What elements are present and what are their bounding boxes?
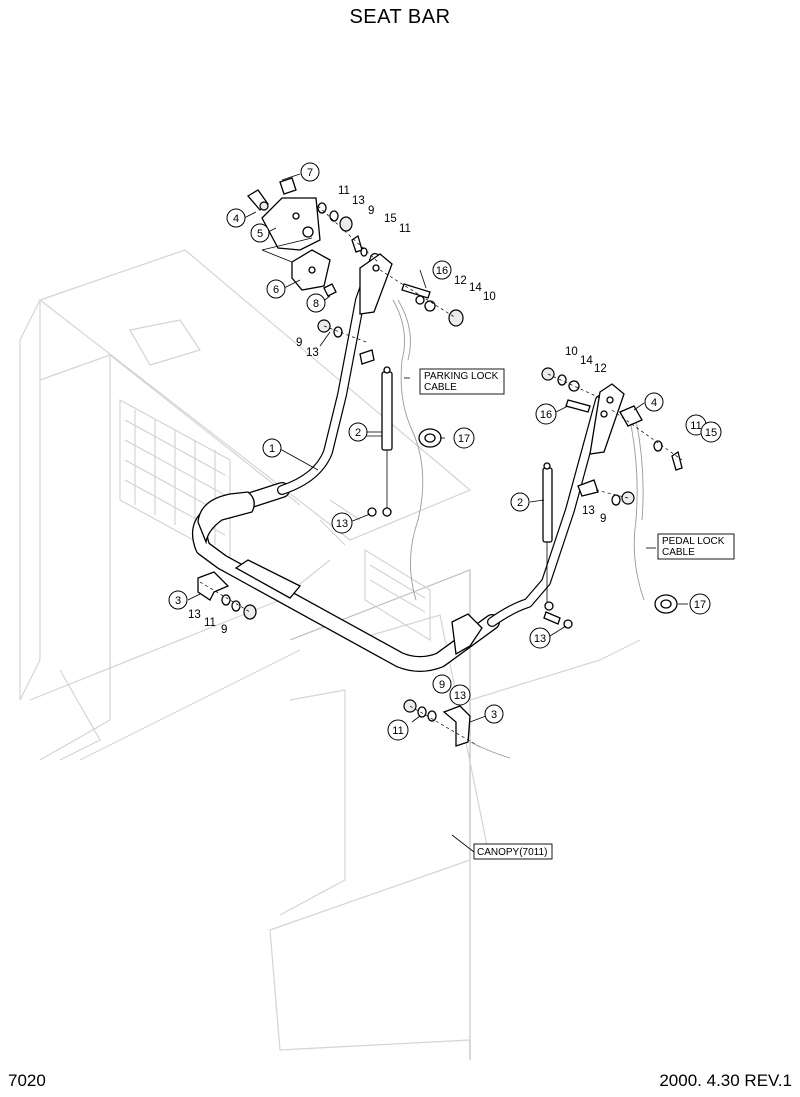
svg-text:3: 3 bbox=[175, 595, 181, 607]
label-9-bracket: 9 bbox=[221, 624, 227, 636]
cluster-labels-left-mid: 9 13 bbox=[296, 331, 331, 359]
label-9-right: 9 bbox=[600, 513, 606, 525]
svg-text:1: 1 bbox=[269, 443, 275, 455]
label-14: 14 bbox=[469, 282, 482, 294]
label-9: 9 bbox=[368, 205, 374, 217]
svg-text:4: 4 bbox=[651, 397, 657, 409]
pedal-lock-cable-callout: PEDAL LOCK CABLE bbox=[657, 533, 735, 560]
svg-text:11: 11 bbox=[690, 420, 701, 432]
balloon-3-right: 3 bbox=[484, 704, 504, 724]
label-10-right: 10 bbox=[565, 346, 578, 358]
svg-text:17: 17 bbox=[458, 433, 470, 445]
balloon-1: 1 bbox=[262, 438, 282, 458]
balloon-9-lower: 9 bbox=[432, 674, 452, 694]
canopy-callout: CANOPY(7011) bbox=[473, 843, 553, 860]
label-13-bracket: 13 bbox=[188, 609, 201, 621]
svg-text:16: 16 bbox=[436, 265, 448, 277]
lock-cables bbox=[392, 299, 645, 601]
parking-lock-cable-callout: PARKING LOCK CABLE bbox=[419, 368, 505, 395]
svg-text:5: 5 bbox=[257, 228, 263, 240]
balloon-13-lower: 13 bbox=[449, 684, 471, 706]
svg-text:16: 16 bbox=[540, 409, 552, 421]
label-11: 11 bbox=[338, 185, 350, 197]
svg-text:9: 9 bbox=[439, 679, 445, 691]
balloon-17-right: 17 bbox=[689, 593, 711, 615]
svg-text:CABLE: CABLE bbox=[662, 547, 695, 558]
label-9-left: 9 bbox=[296, 337, 302, 349]
label-11b: 11 bbox=[399, 223, 411, 235]
balloon-2-right: 2 bbox=[510, 492, 530, 512]
label-15: 15 bbox=[384, 213, 397, 225]
svg-text:11: 11 bbox=[392, 725, 403, 737]
svg-text:13: 13 bbox=[534, 633, 546, 645]
balloon-8: 8 bbox=[306, 293, 326, 313]
balloon-16-upper: 16 bbox=[432, 260, 452, 280]
balloon-4-right: 4 bbox=[644, 392, 664, 412]
balloon-6: 6 bbox=[266, 279, 286, 299]
hardware-washers-nuts bbox=[197, 202, 683, 759]
page-title: SEAT BAR bbox=[349, 6, 451, 28]
label-12: 12 bbox=[454, 275, 467, 287]
svg-text:13: 13 bbox=[454, 690, 466, 702]
svg-text:15: 15 bbox=[705, 427, 717, 439]
balloon-7: 7 bbox=[300, 162, 320, 182]
balloon-11-lower: 11 bbox=[387, 719, 409, 741]
balloon-15-right: 15 bbox=[700, 421, 722, 443]
svg-text:2: 2 bbox=[355, 427, 361, 439]
upper-left-bracket-assembly bbox=[247, 177, 337, 297]
svg-text:CANOPY(7011): CANOPY(7011) bbox=[477, 847, 547, 858]
seat-bar-tube bbox=[191, 253, 625, 672]
svg-text:6: 6 bbox=[273, 284, 279, 296]
svg-text:CABLE: CABLE bbox=[424, 382, 457, 393]
svg-text:PEDAL LOCK: PEDAL LOCK bbox=[662, 536, 725, 547]
label-13: 13 bbox=[352, 195, 365, 207]
svg-text:7: 7 bbox=[307, 167, 313, 179]
label-12-right: 12 bbox=[594, 363, 607, 375]
svg-text:8: 8 bbox=[313, 298, 319, 310]
balloon-3-left: 3 bbox=[168, 590, 188, 610]
balloon-13-right-spring: 13 bbox=[529, 627, 551, 649]
page-code: 7020 bbox=[8, 1071, 46, 1090]
cluster-labels-upper-left: 11 13 9 15 11 12 14 10 bbox=[338, 185, 496, 303]
gas-spring-left bbox=[359, 349, 393, 517]
cluster-labels-right-mid: 13 9 bbox=[582, 505, 606, 525]
balloon-13-left-spring: 13 bbox=[331, 512, 353, 534]
svg-text:13: 13 bbox=[336, 518, 348, 530]
revision-date: 2000. 4.30 REV.1 bbox=[659, 1071, 792, 1090]
balloon-5: 5 bbox=[250, 223, 270, 243]
svg-text:PARKING LOCK: PARKING LOCK bbox=[424, 371, 499, 382]
svg-text:4: 4 bbox=[233, 213, 239, 225]
canopy-ghost-outline bbox=[19, 249, 641, 1060]
balloon-2-left: 2 bbox=[348, 422, 368, 442]
svg-text:2: 2 bbox=[517, 497, 523, 509]
label-13-left: 13 bbox=[306, 347, 319, 359]
balloon-16-right: 16 bbox=[535, 403, 557, 425]
svg-text:3: 3 bbox=[491, 709, 497, 721]
label-14-right: 14 bbox=[580, 355, 593, 367]
label-10: 10 bbox=[483, 291, 496, 303]
cluster-labels-left-bracket: 13 11 9 bbox=[188, 609, 227, 636]
gas-spring-right bbox=[542, 462, 599, 611]
cluster-labels-right-upper: 10 14 12 bbox=[565, 346, 607, 375]
balloon-4-upper: 4 bbox=[226, 208, 246, 228]
svg-text:17: 17 bbox=[694, 599, 706, 611]
label-13-right: 13 bbox=[582, 505, 595, 517]
balloon-17-upper: 17 bbox=[453, 427, 475, 449]
label-11-bracket: 11 bbox=[204, 617, 216, 629]
